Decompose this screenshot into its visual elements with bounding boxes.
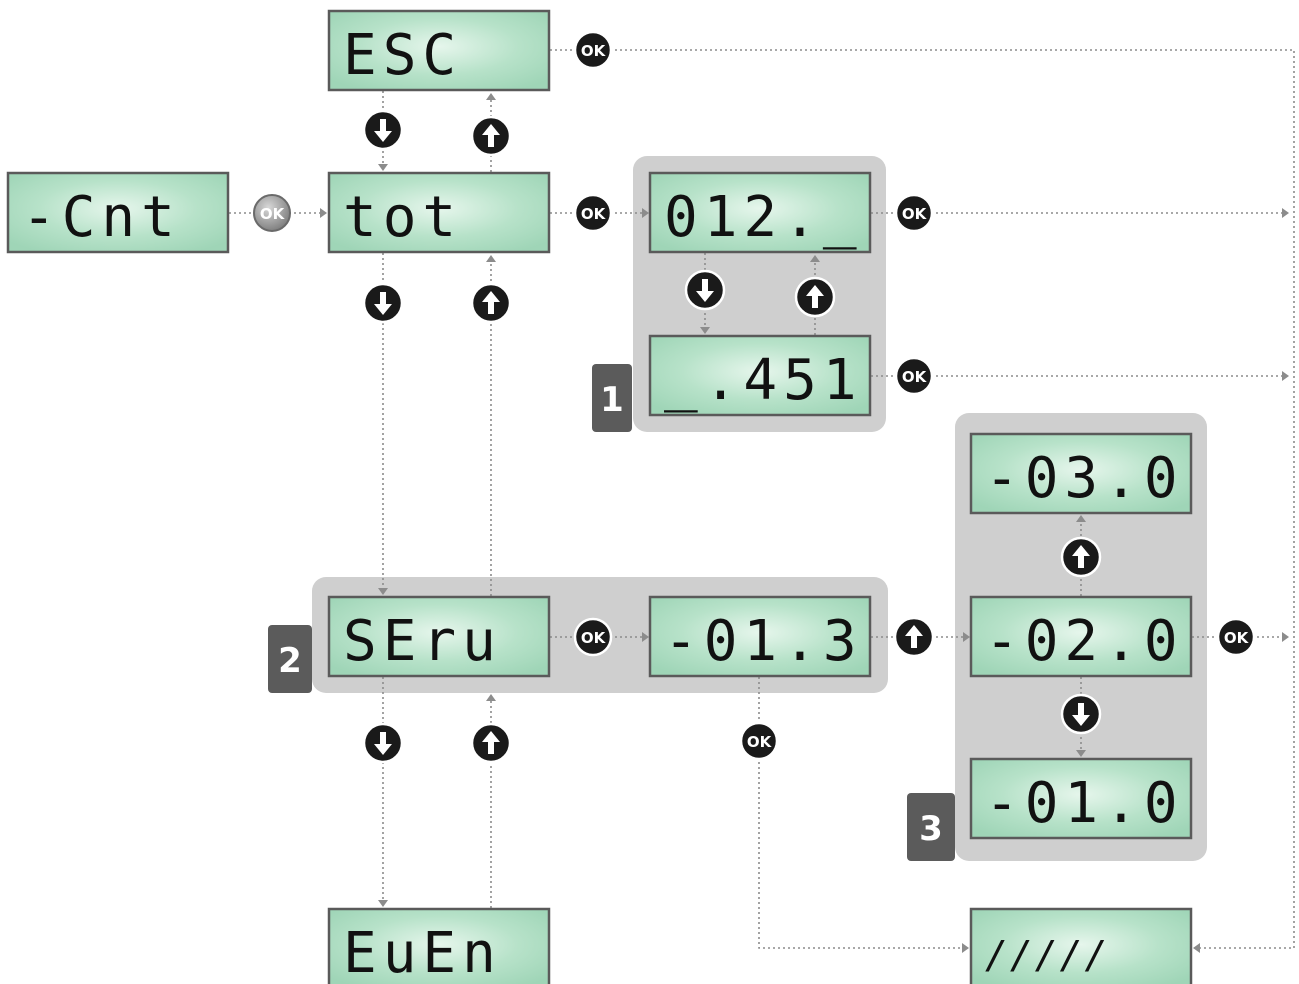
display-even: EuEn <box>327 907 551 984</box>
head-tot-to-high <box>642 208 649 218</box>
display-tot: tot <box>327 171 551 254</box>
up-button-tot[interactable] <box>470 115 512 157</box>
ok-button-tot[interactable]: OK <box>573 193 613 233</box>
head-serv-up <box>486 255 496 262</box>
connectors <box>229 49 1295 949</box>
ok-button-serv-value[interactable]: OK <box>739 721 779 761</box>
head-mid-to-exit <box>1282 632 1289 642</box>
badge-3-box <box>907 793 955 861</box>
buttons: OK OK OK OK OK OK OK OK <box>253 30 1256 764</box>
up-button-tot-arrow-up-icon <box>482 124 500 147</box>
ok-button-cnt-label: OK <box>260 205 286 223</box>
ok-button-esc[interactable]: OK <box>573 30 613 70</box>
ok-button-step-mid[interactable]: OK <box>1216 617 1256 657</box>
up-button-serv-arrow-up-icon <box>482 291 500 314</box>
display-esc-text: ESC <box>343 23 462 88</box>
down-button-step-mid-arrow-down-icon <box>1072 703 1090 726</box>
display-step-up-text: -03.0 <box>985 446 1184 511</box>
display-serv-text: SEru <box>343 609 502 674</box>
ok-button-cnt[interactable]: OK <box>253 194 291 232</box>
badge-1-box <box>592 364 632 432</box>
ok-button-esc-label: OK <box>581 42 607 60</box>
up-button-tot-low-arrow-up-icon <box>806 285 824 308</box>
arrowheads <box>320 93 1289 953</box>
display-step-mid: -02.0 <box>969 595 1193 678</box>
up-button-even-arrow-up-icon <box>482 731 500 754</box>
head-tot-up <box>486 93 496 100</box>
up-button-step-mid[interactable] <box>1060 536 1102 578</box>
up-button-serv-value-arrow-up-icon <box>905 625 923 648</box>
ok-button-serv-value-label: OK <box>747 733 773 751</box>
head-esc-down <box>378 164 388 171</box>
up-button-serv[interactable] <box>470 282 512 324</box>
down-button-esc-arrow-down-icon <box>374 119 392 142</box>
ok-button-serv[interactable]: OK <box>573 617 613 657</box>
up-button-serv-value[interactable] <box>893 616 935 658</box>
up-button-step-mid-arrow-up-icon <box>1072 545 1090 568</box>
head-even-up <box>486 694 496 701</box>
head-high-to-exit <box>1282 208 1289 218</box>
display-step-mid-text: -02.0 <box>985 609 1184 674</box>
display-serv-value-text: -01.3 <box>664 609 863 674</box>
display-cnt-text: -Cnt <box>22 185 181 250</box>
badge-2-box <box>268 625 312 693</box>
display-blank-text: ///// <box>985 933 1109 977</box>
head-cnt-to-tot <box>320 208 327 218</box>
display-tot-high: 012._ <box>648 171 872 254</box>
head-value-to-mid <box>963 632 970 642</box>
ok-button-serv-label: OK <box>581 629 607 647</box>
display-cnt: -Cnt <box>6 171 230 254</box>
conn-value-to-blank <box>758 677 962 949</box>
display-step-up: -03.0 <box>969 432 1193 515</box>
display-tot-low-text: _.451 <box>664 348 863 413</box>
display-tot-low: _.451 <box>648 334 872 417</box>
down-button-serv[interactable] <box>362 722 404 764</box>
ok-button-tot-high-label: OK <box>902 205 928 223</box>
ok-button-tot-low-label: OK <box>902 368 928 386</box>
badge-2: 2 <box>278 641 302 681</box>
head-low-to-exit <box>1282 371 1289 381</box>
down-button-tot[interactable] <box>362 282 404 324</box>
badge-3: 3 <box>919 809 943 849</box>
up-button-tot-low[interactable] <box>794 276 836 318</box>
ok-button-tot-low[interactable]: OK <box>894 356 934 396</box>
down-button-esc[interactable] <box>362 109 404 151</box>
head-mid-down <box>1076 750 1086 757</box>
down-button-serv-arrow-down-icon <box>374 732 392 755</box>
display-tot-high-text: 012._ <box>664 185 863 250</box>
down-button-step-mid[interactable] <box>1060 693 1102 735</box>
display-tot-text: tot <box>343 185 462 250</box>
badge-1: 1 <box>600 380 624 420</box>
head-low-up <box>810 255 820 262</box>
head-value-to-blank <box>962 943 969 953</box>
head-tot-down <box>378 588 388 595</box>
conn-esc-exit <box>550 49 1295 949</box>
display-blank: ///// <box>969 907 1193 984</box>
head-high-down <box>700 327 710 334</box>
display-even-text: EuEn <box>343 921 502 984</box>
down-button-tot-arrow-down-icon <box>374 292 392 315</box>
display-step-down: -01.0 <box>969 757 1193 840</box>
ok-button-tot-high[interactable]: OK <box>894 193 934 233</box>
ok-button-step-mid-label: OK <box>1224 629 1250 647</box>
up-button-even[interactable] <box>470 722 512 764</box>
down-button-tot-high[interactable] <box>684 269 726 311</box>
display-serv-value: -01.3 <box>648 595 872 678</box>
head-serv-down <box>378 900 388 907</box>
display-step-down-text: -01.0 <box>985 771 1184 836</box>
head-esc-exit <box>1193 943 1200 953</box>
head-mid-up <box>1076 515 1086 522</box>
display-serv: SEru <box>327 595 551 678</box>
head-serv-to-value <box>642 632 649 642</box>
ok-button-tot-label: OK <box>581 205 607 223</box>
down-button-tot-high-arrow-down-icon <box>696 279 714 302</box>
display-esc: ESC <box>327 9 551 92</box>
